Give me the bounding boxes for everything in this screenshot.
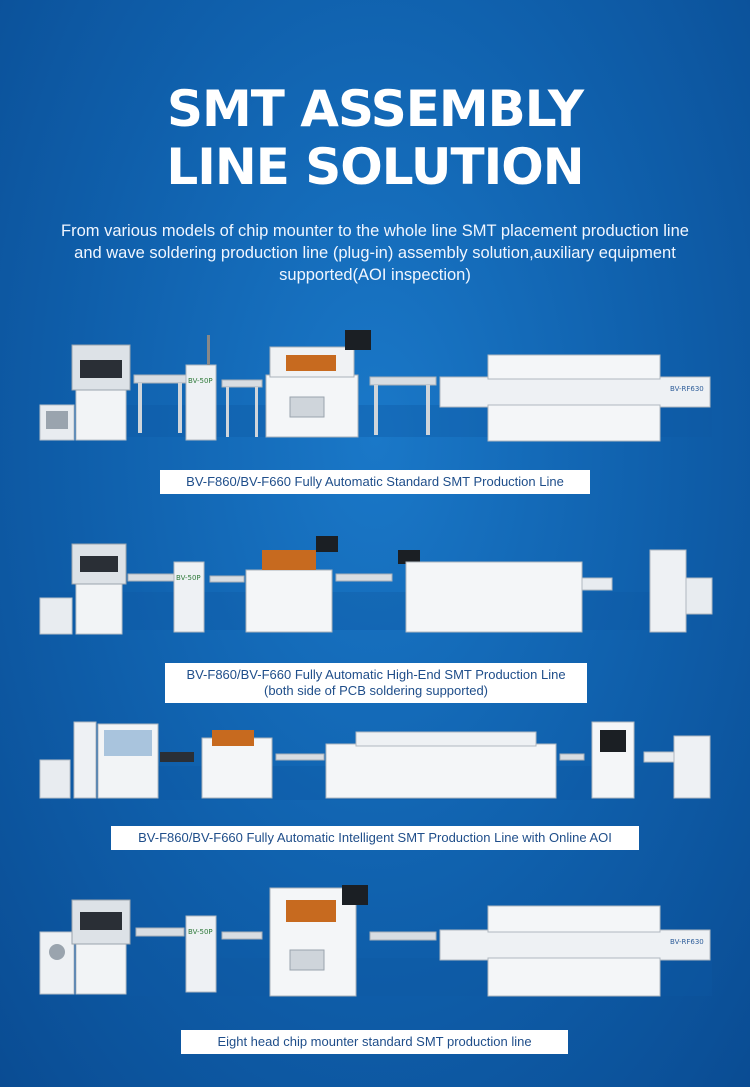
production-line-1-image: BV-50P BV-RF630	[39, 330, 712, 442]
production-line-3-image	[39, 721, 712, 800]
production-line-2-image: BV-50P	[39, 536, 713, 635]
machine-label: BV-50P	[176, 574, 201, 582]
production-line-4: BV-50P BV-RF630 Eight head chip mounter …	[0, 880, 750, 1060]
page-title-line1: SMT ASSEMBLY	[166, 80, 584, 138]
production-line-1: BV-50P BV-RF630 BV-F860/BV-F660 Fully Au…	[0, 325, 750, 500]
production-line-3: BV-F860/BV-F660 Fully Automatic Intellig…	[0, 712, 750, 857]
page-subtitle: From various models of chip mounter to t…	[61, 222, 689, 284]
page-title-line2: LINE SOLUTION	[166, 138, 584, 196]
machine-label: BV-RF630	[670, 385, 704, 393]
caption-text: BV-F860/BV-F660 Fully Automatic Intellig…	[138, 830, 612, 845]
caption-subtext: (both side of PCB soldering supported)	[263, 683, 488, 698]
machine-label: BV-50P	[188, 928, 213, 936]
production-line-2-caption: BV-F860/BV-F660 Fully Automatic High-End…	[165, 663, 587, 703]
production-line-3-caption: BV-F860/BV-F660 Fully Automatic Intellig…	[111, 826, 639, 850]
machine-label: BV-50P	[188, 377, 213, 385]
production-line-4-image: BV-50P BV-RF630	[39, 885, 712, 997]
machine-label: BV-RF630	[670, 938, 704, 946]
production-line-2: BV-50P BV-F860/BV-F660 Fully Automatic H…	[0, 530, 750, 710]
caption-text: BV-F860/BV-F660 Fully Automatic High-End…	[186, 667, 566, 682]
production-line-4-caption: Eight head chip mounter standard SMT pro…	[181, 1030, 568, 1054]
production-line-1-caption: BV-F860/BV-F660 Fully Automatic Standard…	[160, 470, 590, 494]
caption-text: BV-F860/BV-F660 Fully Automatic Standard…	[186, 474, 564, 489]
caption-text: Eight head chip mounter standard SMT pro…	[217, 1034, 532, 1049]
